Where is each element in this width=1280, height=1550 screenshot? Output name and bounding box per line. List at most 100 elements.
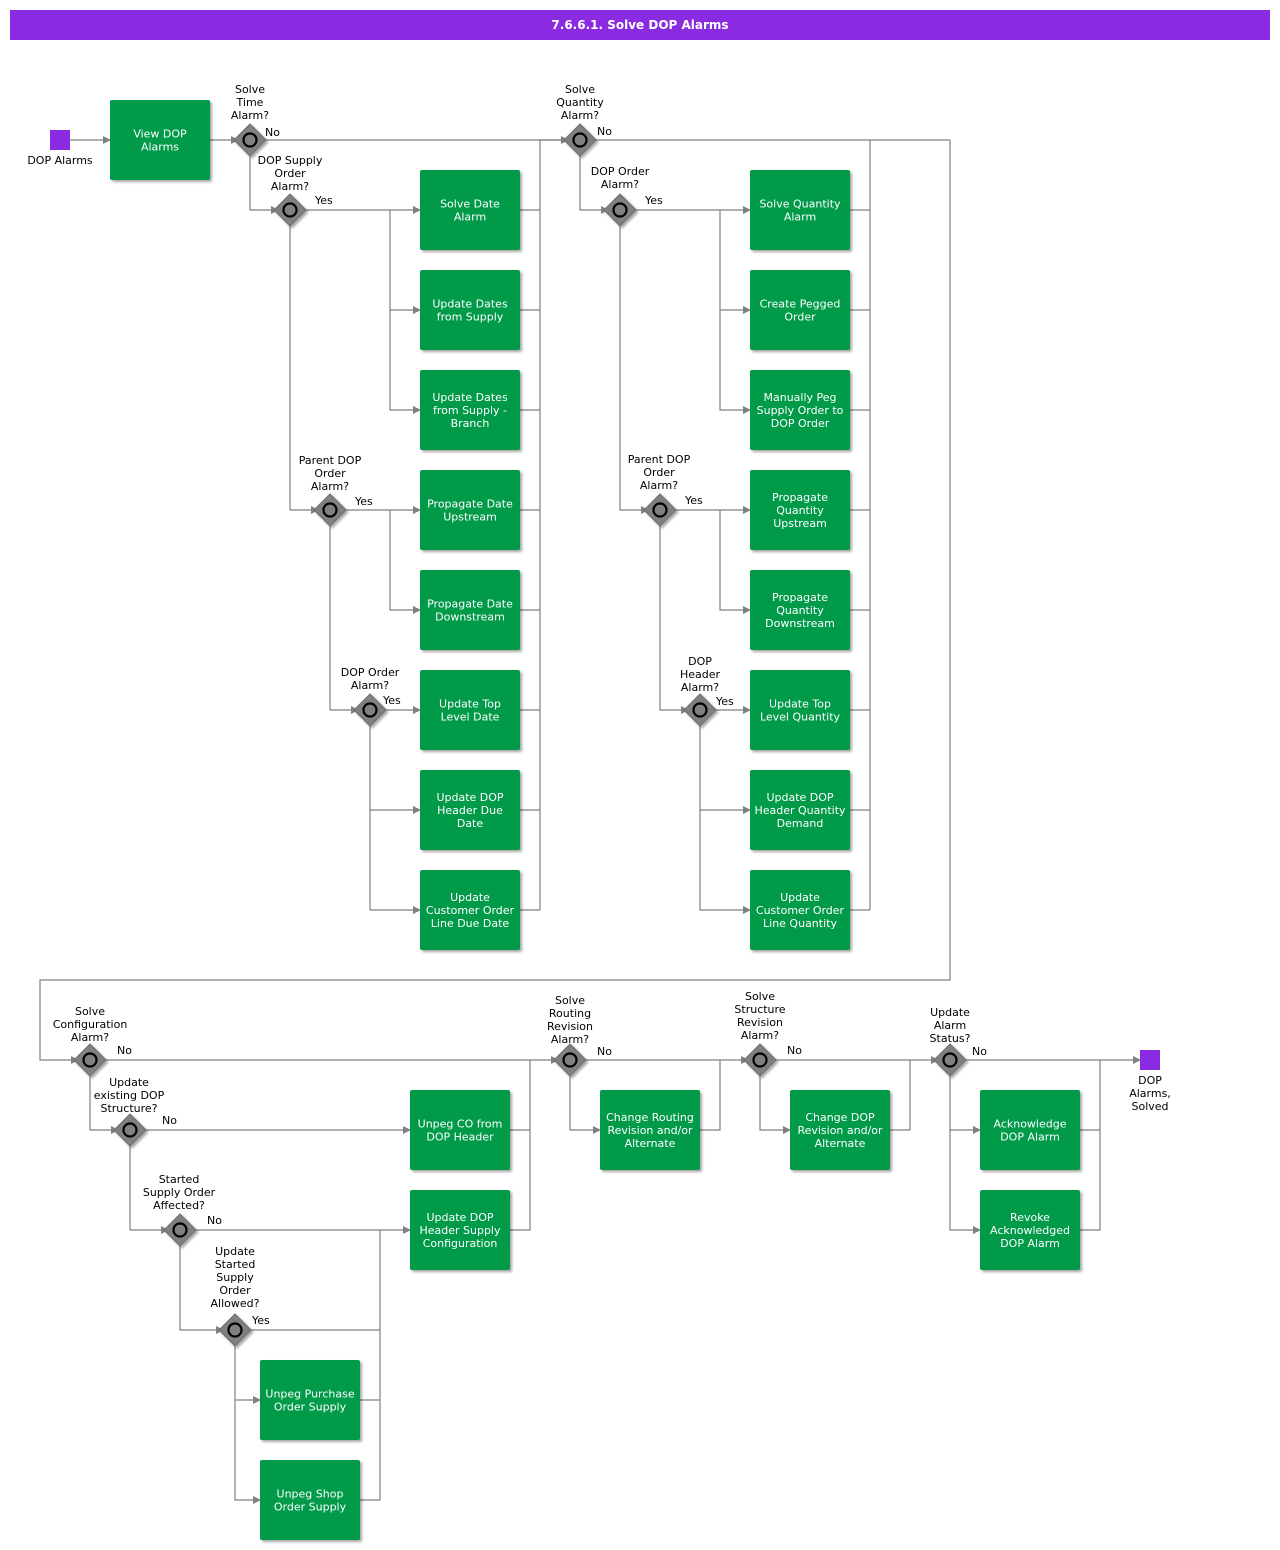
gateway-label: Order — [219, 1284, 251, 1297]
connector-line — [949, 1072, 981, 1134]
task-label: Supply Order to — [757, 404, 844, 417]
task-box — [420, 670, 520, 750]
event-label: Alarms, — [1129, 1087, 1171, 1100]
task-label: Propagate Date — [427, 498, 513, 511]
task-box — [750, 570, 850, 650]
gateway-diamond — [113, 1113, 147, 1147]
diagram-title: 7.6.6.1. Solve DOP Alarms — [10, 10, 1270, 40]
connector-line — [389, 210, 421, 314]
task-label: Update Top — [439, 698, 501, 711]
gateway-diamond — [553, 1043, 587, 1077]
gateway-label: Header — [680, 668, 721, 681]
event-square — [50, 130, 70, 150]
task-label: Update DOP — [766, 791, 833, 804]
task-label: Change DOP — [805, 1111, 875, 1124]
task-label: Alarm — [454, 211, 486, 224]
gateway-label: Order — [274, 167, 306, 180]
gateway-label: DOP Supply — [258, 154, 323, 167]
task-label: Create Pegged — [760, 298, 841, 311]
gateway-marker-icon — [612, 202, 628, 218]
task-label: Upstream — [773, 517, 827, 530]
task-box — [420, 370, 520, 450]
gateway-diamond — [933, 1043, 967, 1077]
gateway-label: Solve — [235, 83, 265, 96]
connector-line — [719, 210, 751, 314]
task-label: Header Due — [437, 804, 503, 817]
connector-line — [569, 1072, 601, 1134]
gateway-label: Parent DOP — [628, 453, 691, 466]
gateway-label: Quantity — [556, 96, 604, 109]
task-label: from Supply — [437, 311, 504, 324]
flow-label-yes: Yes — [715, 695, 734, 708]
task-label: View DOP — [133, 128, 187, 141]
task-label: Update — [450, 891, 490, 904]
gateway-label: Solve — [745, 990, 775, 1003]
connector-line — [249, 152, 279, 214]
task-label: Unpeg CO from — [418, 1118, 503, 1131]
task-box — [410, 1090, 510, 1170]
gateway-label: Structure? — [100, 1102, 157, 1115]
event-label: DOP Alarms — [27, 154, 93, 167]
event-label: DOP — [1138, 1074, 1162, 1087]
task-label: DOP Alarm — [1000, 1237, 1060, 1250]
task-label: DOP Order — [771, 417, 830, 430]
gateway-label: Revision — [737, 1016, 783, 1029]
task-box — [420, 170, 520, 250]
connector-line — [719, 510, 751, 614]
task-box — [750, 170, 850, 250]
gateway-marker-icon — [562, 1052, 578, 1068]
connector-line — [619, 222, 649, 514]
connector-line — [890, 1060, 911, 1131]
connector-line — [539, 136, 569, 910]
flow-label-yes: Yes — [251, 1314, 270, 1327]
flow-label-no: No — [787, 1044, 802, 1057]
task-label: Update DOP — [436, 791, 503, 804]
flow-label-yes: Yes — [644, 194, 663, 207]
flow-label-no: No — [117, 1044, 132, 1057]
connector-line — [329, 522, 359, 714]
start-event[interactable]: DOP Alarms — [27, 130, 93, 167]
